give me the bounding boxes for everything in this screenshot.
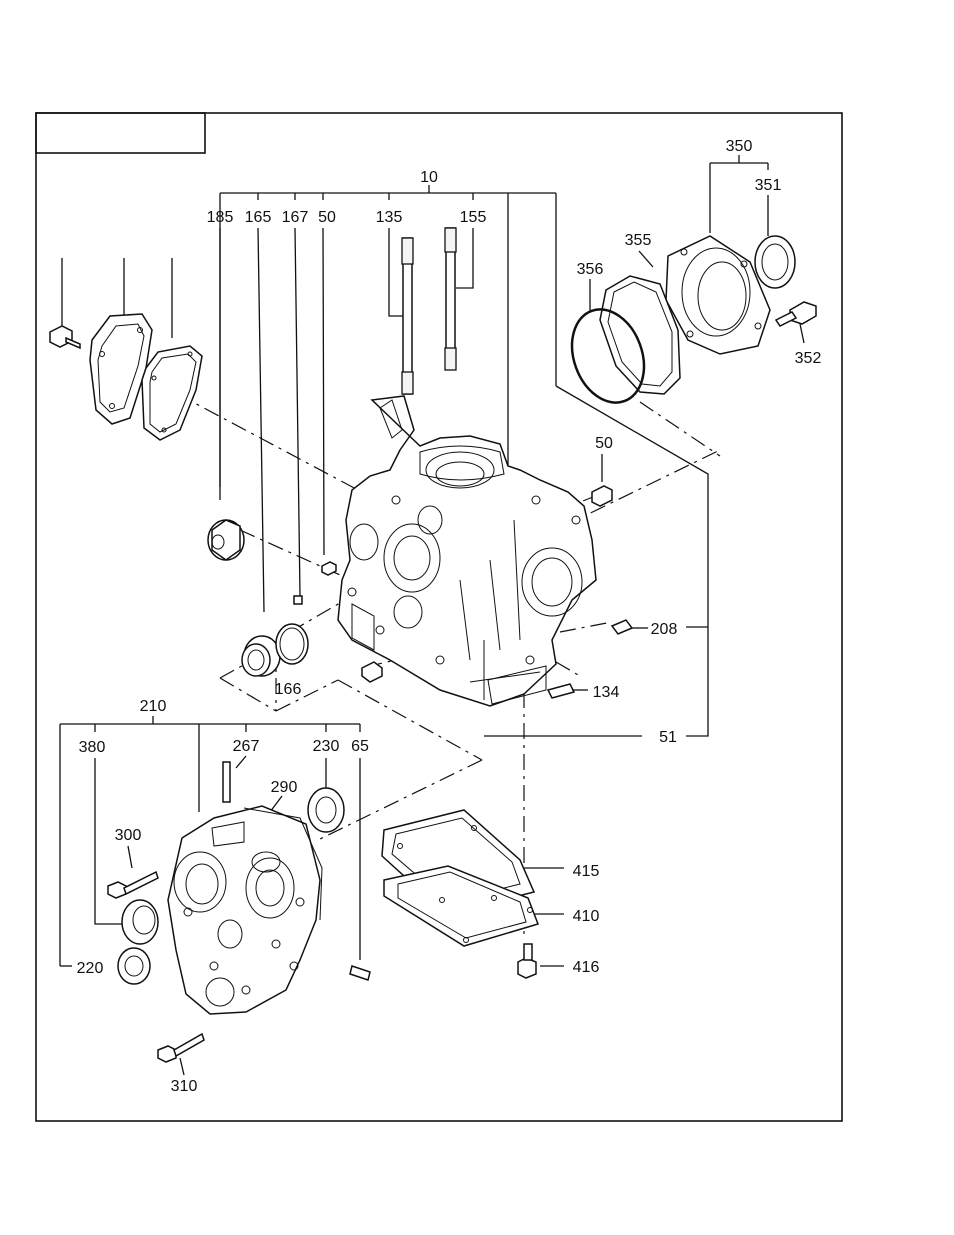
- left-cover-leaders: [61, 258, 173, 338]
- label-267: 267: [233, 738, 260, 755]
- oil-pan-assembly: [381, 627, 648, 979]
- label-356: 356: [577, 261, 604, 278]
- label-65: 65: [351, 738, 369, 755]
- label-410: 410: [573, 908, 600, 925]
- label-185: 185: [207, 209, 234, 226]
- label-208: 208: [651, 621, 678, 638]
- label-355: 355: [625, 232, 652, 249]
- label-166: 166: [275, 681, 302, 698]
- title-box: [35, 112, 206, 154]
- label-50-right: 50: [595, 435, 613, 452]
- label-220: 220: [77, 960, 104, 977]
- label-135: 135: [376, 209, 403, 226]
- label-416: 416: [573, 959, 600, 976]
- label-352: 352: [795, 350, 822, 367]
- label-134: 134: [593, 684, 620, 701]
- leader-lines-group-350: [589, 155, 805, 482]
- diagram-frame: [35, 112, 843, 1122]
- label-165: 165: [245, 209, 272, 226]
- label-167: 167: [282, 209, 309, 226]
- side-cover-assembly: [49, 313, 203, 441]
- label-10: 10: [420, 169, 438, 186]
- label-300: 300: [115, 827, 142, 844]
- crankcase-body: [337, 395, 597, 707]
- bearing-cover-assembly: [570, 235, 817, 404]
- leader-lines-group-10: [219, 185, 709, 737]
- part-labels: 10 185 165 167 50 135 155 350 351 355 35…: [77, 138, 822, 1095]
- label-50-top: 50: [318, 209, 336, 226]
- gear-case-assembly: [59, 716, 371, 1076]
- label-351: 351: [755, 177, 782, 194]
- label-290: 290: [271, 779, 298, 796]
- label-380: 380: [79, 739, 106, 756]
- label-210: 210: [140, 698, 167, 715]
- label-51: 51: [659, 729, 677, 746]
- label-350: 350: [726, 138, 753, 155]
- studs: [401, 227, 457, 395]
- label-415: 415: [573, 863, 600, 880]
- label-230: 230: [313, 738, 340, 755]
- label-310: 310: [171, 1078, 198, 1095]
- crankcase-small-parts: [207, 485, 634, 699]
- label-155: 155: [460, 209, 487, 226]
